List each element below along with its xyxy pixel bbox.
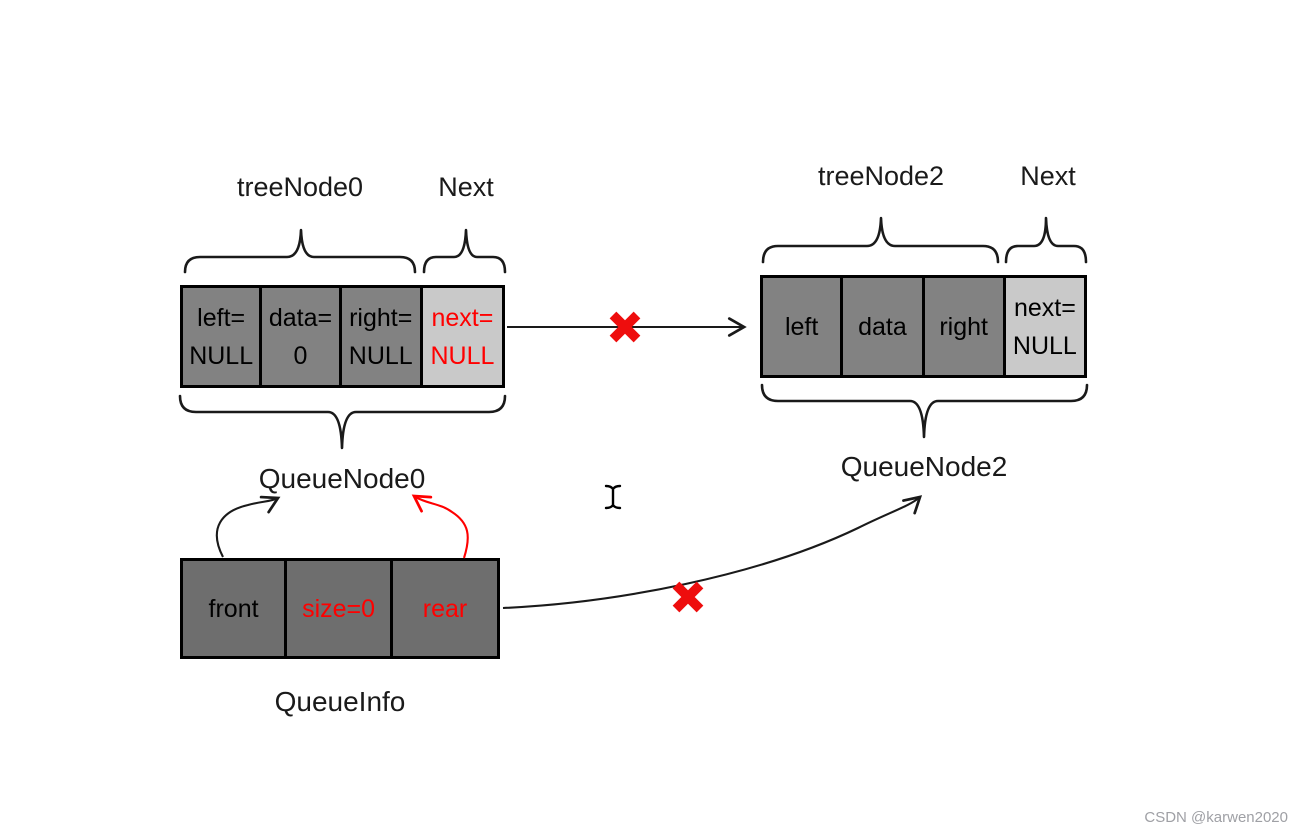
treenode0-cell-left: left= NULL	[183, 288, 260, 385]
cell-text: data=	[268, 303, 333, 332]
treenode2-cell-right: right	[921, 278, 1003, 375]
cell-text: NULL	[189, 341, 254, 370]
cell-text: next=	[431, 303, 494, 332]
cell-text: right=	[349, 303, 413, 332]
cell-text: NULL	[348, 341, 413, 370]
arrow-front-to-queuenode0	[215, 495, 281, 558]
queueinfo-caption: QueueInfo	[274, 686, 406, 717]
brace-next0	[422, 228, 507, 274]
cell-text: data	[858, 312, 907, 341]
treenode2-cell-next: next= NULL	[1002, 278, 1084, 375]
cell-text: left=	[197, 303, 246, 332]
queueinfo-cell-size: size=0	[284, 561, 391, 656]
treenode2-cell-left: left	[763, 278, 841, 375]
x-mark-rear-link	[672, 581, 704, 613]
arrow-rear-to-queuenode0	[411, 494, 469, 559]
x-mark-next-link	[609, 311, 641, 343]
brace-queuenode2	[760, 383, 1089, 439]
treenode0-cell-right: right= NULL	[338, 288, 420, 385]
cell-text: size=0	[302, 594, 376, 623]
treenode2-cell-data: data	[840, 278, 922, 375]
cell-text: 0	[293, 341, 308, 370]
cell-text: front	[208, 594, 259, 623]
text-cursor-icon	[604, 484, 622, 510]
treenode2-next-label: Next	[1020, 161, 1076, 191]
cell-text: NULL	[1012, 331, 1077, 360]
cell-text: rear	[422, 594, 468, 623]
treenode0-box: left= NULL data= 0 right= NULL next= NUL…	[180, 285, 505, 388]
cell-text: next=	[1013, 293, 1076, 322]
brace-treenode0	[183, 228, 417, 274]
brace-queuenode0	[178, 394, 507, 450]
treenode2-label: treeNode2	[817, 161, 945, 191]
cell-text: left	[784, 312, 819, 341]
brace-treenode2	[761, 216, 1000, 264]
brace-next2	[1004, 216, 1088, 264]
arrow-rear-to-queuenode2	[502, 495, 923, 610]
treenode0-cell-next: next= NULL	[419, 288, 503, 385]
queueinfo-cell-front: front	[183, 561, 285, 656]
cell-text: right	[939, 312, 988, 341]
treenode0-next-label: Next	[438, 172, 494, 202]
treenode0-label: treeNode0	[236, 172, 364, 202]
queuenode0-caption: QueueNode0	[258, 463, 426, 494]
queueinfo-cell-rear: rear	[390, 561, 497, 656]
queueinfo-box: front size=0 rear	[180, 558, 500, 659]
treenode2-box: left data right next= NULL	[760, 275, 1087, 378]
queuenode2-caption: QueueNode2	[840, 451, 1008, 482]
treenode0-cell-data: data= 0	[259, 288, 339, 385]
csdn-watermark: CSDN @karwen2020	[1144, 809, 1288, 826]
cell-text: NULL	[430, 341, 495, 370]
